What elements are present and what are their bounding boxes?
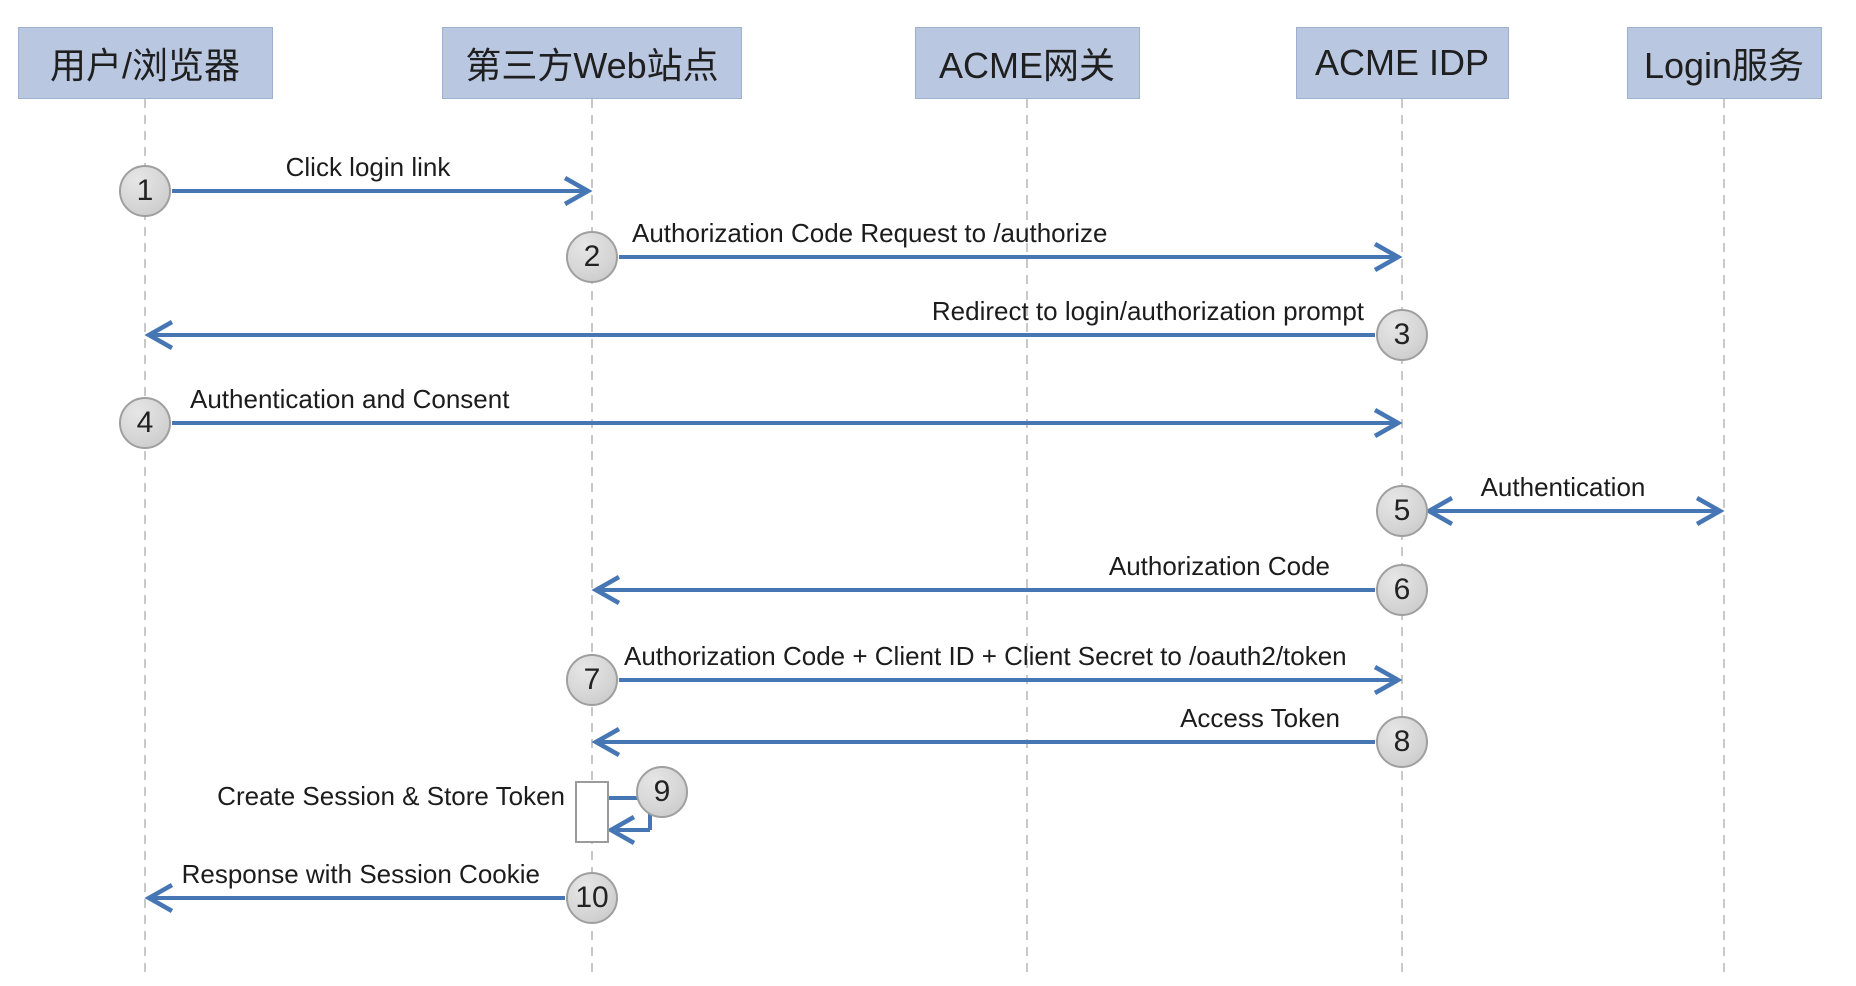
message-label-10: Response with Session Cookie	[0, 856, 540, 892]
message-arrowhead-5	[1695, 496, 1725, 526]
step-badge-4: 4	[119, 397, 171, 449]
participant-box-1-text: 第三方Web站点	[465, 45, 719, 86]
step-badge-4-text: 4	[136, 406, 154, 439]
message-label-6-text: Authorization Code	[1108, 551, 1330, 581]
message-arrowhead-8	[591, 727, 621, 757]
step-badge-5: 5	[1376, 485, 1428, 537]
participant-box-4: Login服务	[1626, 27, 1822, 99]
message-label-2: Authorization Code Request to /authorize	[632, 215, 1108, 251]
step-badge-8: 8	[1376, 716, 1428, 768]
self-loop-arrowhead	[606, 815, 636, 845]
message-arrowhead-6	[591, 575, 621, 605]
message-arrowhead-7	[1373, 665, 1403, 695]
message-label-8-text: Access Token	[1180, 703, 1340, 733]
message-arrowhead-5-b	[1424, 496, 1454, 526]
step-badge-1-text: 1	[136, 174, 154, 207]
step-badge-8-text: 8	[1393, 725, 1411, 758]
step-badge-3: 3	[1376, 309, 1428, 361]
message-label-3: Redirect to login/authorization prompt	[0, 293, 1364, 329]
step-badge-9-text: 9	[653, 775, 671, 808]
participant-box-1: 第三方Web站点	[442, 27, 742, 99]
message-label-1: Click login link	[0, 149, 768, 185]
message-label-3-text: Redirect to login/authorization prompt	[931, 296, 1364, 326]
message-label-5-text: Authentication	[1480, 472, 1646, 502]
message-label-7: Authorization Code + Client ID + Client …	[624, 638, 1347, 674]
step-badge-7: 7	[566, 654, 618, 706]
step-badge-1: 1	[119, 165, 171, 217]
message-label-1-text: Click login link	[285, 152, 451, 182]
participant-box-0-text: 用户/浏览器	[49, 45, 240, 86]
step-badge-9: 9	[636, 766, 688, 818]
message-label-10-text: Response with Session Cookie	[181, 859, 540, 889]
step-badge-10: 10	[566, 872, 618, 924]
participant-box-2: ACME网关	[914, 27, 1140, 99]
participant-box-3: ACME IDP	[1295, 27, 1509, 99]
message-label-9-text: Create Session & Store Token	[217, 781, 565, 811]
message-label-2-text: Authorization Code Request to /authorize	[632, 218, 1108, 248]
participant-box-2-text: ACME网关	[938, 45, 1115, 86]
participant-box-4-text: Login服务	[1643, 45, 1805, 86]
message-arrowhead-4	[1373, 408, 1403, 438]
message-label-5: Authentication	[1163, 469, 1856, 505]
step-badge-10-text: 10	[575, 881, 609, 914]
step-badge-6: 6	[1376, 564, 1428, 616]
participant-box-3-text: ACME IDP	[1314, 42, 1490, 83]
message-arrowhead-10	[144, 883, 174, 913]
step-badge-5-text: 5	[1393, 494, 1411, 527]
message-label-9: Create Session & Store Token	[0, 778, 565, 814]
message-label-4: Authentication and Consent	[190, 381, 509, 417]
step-badge-6-text: 6	[1393, 573, 1411, 606]
step-badge-3-text: 3	[1393, 318, 1411, 351]
step-badge-7-text: 7	[583, 663, 601, 696]
activation-box	[575, 781, 609, 843]
participant-box-0: 用户/浏览器	[17, 27, 273, 99]
step-badge-2-text: 2	[583, 240, 601, 273]
message-arrowhead-3	[144, 320, 174, 350]
message-arrowhead-1	[563, 176, 593, 206]
message-arrowhead-2	[1373, 242, 1403, 272]
message-label-8: Access Token	[0, 700, 1340, 736]
message-label-6: Authorization Code	[0, 548, 1330, 584]
message-label-4-text: Authentication and Consent	[190, 384, 510, 414]
message-label-7-text: Authorization Code + Client ID + Client …	[624, 641, 1347, 671]
step-badge-2: 2	[566, 231, 618, 283]
